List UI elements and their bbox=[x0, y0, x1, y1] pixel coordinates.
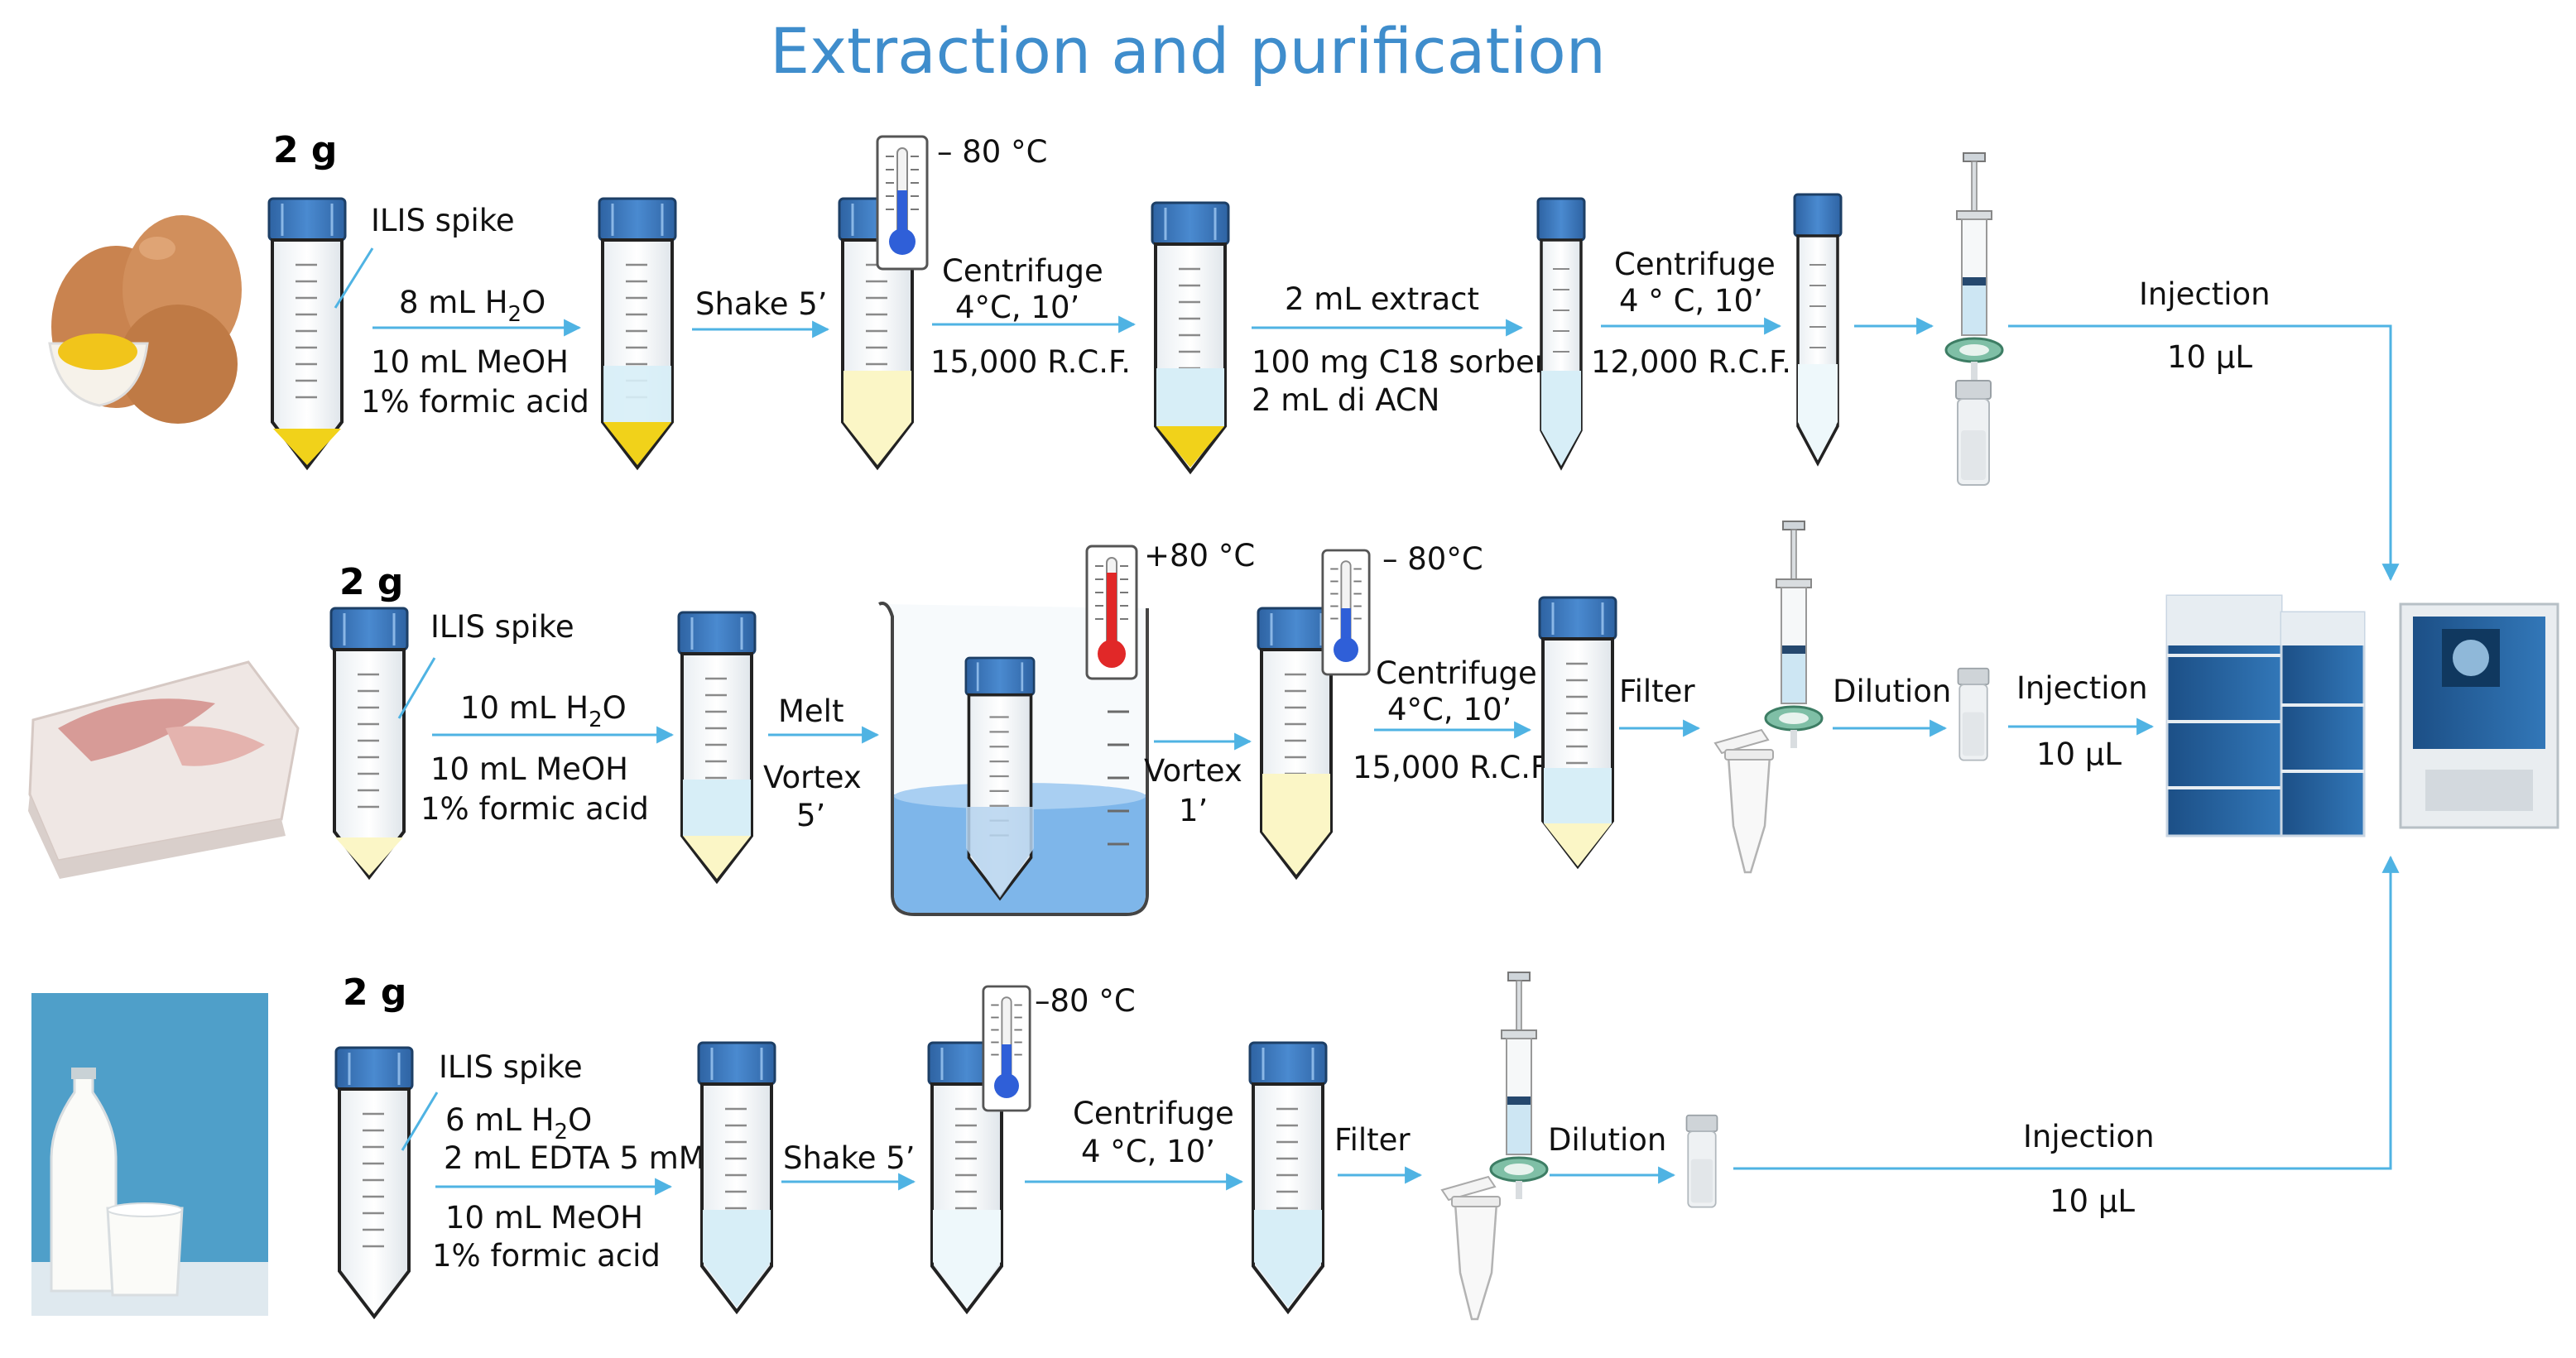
fat-melt-label: Melt bbox=[778, 693, 843, 729]
milk-spike-label: ILIS spike bbox=[439, 1049, 583, 1085]
milk-dilution-label: Dilution bbox=[1548, 1122, 1666, 1158]
fat-dilution-label: Dilution bbox=[1833, 674, 1951, 709]
egg-acn-label: 2 mL di ACN bbox=[1252, 382, 1439, 418]
fat-freeze-temp-label: – 80°C bbox=[1382, 541, 1483, 577]
spike-pointer bbox=[334, 247, 374, 309]
fat-injection-label: Injection bbox=[2016, 670, 2148, 706]
milk-tube-4 bbox=[1248, 1041, 1328, 1313]
arrow-milk-injection bbox=[1733, 855, 2400, 1170]
egg-volume-label: 10 µL bbox=[2167, 339, 2252, 375]
egg-tube-1 bbox=[267, 197, 347, 469]
egg-freeze-thermometer-icon bbox=[876, 135, 929, 271]
egg-centrifuge2-cond-label: 4 ° C, 10’ bbox=[1619, 283, 1763, 319]
fat-syringe-filter-icon bbox=[1713, 520, 1824, 874]
fat-tube-1 bbox=[329, 607, 409, 879]
egg-spike-label: ILIS spike bbox=[371, 203, 515, 238]
milk-freeze-thermometer-icon bbox=[982, 985, 1031, 1112]
egg-syringe-filter-icon bbox=[1944, 151, 2004, 486]
egg-formic-label: 1% formic acid bbox=[361, 384, 589, 420]
egg-sorbent-label: 100 mg C18 sorbent bbox=[1252, 344, 1566, 380]
fat-filter-label: Filter bbox=[1619, 674, 1695, 709]
egg-rcf-label: 15,000 R.C.F. bbox=[930, 344, 1131, 380]
egg-tube-4 bbox=[1151, 201, 1230, 473]
egg-water-label: 8 mL H2O bbox=[399, 285, 545, 327]
egg-mass-label: 2 g bbox=[273, 129, 337, 171]
egg-extract-label: 2 mL extract bbox=[1285, 281, 1479, 317]
fat-centrifuge-cond-label: 4°C, 10’ bbox=[1387, 692, 1511, 727]
milk-edta-label: 2 mL EDTA 5 mM bbox=[444, 1140, 705, 1176]
milk-vial-icon bbox=[1685, 1114, 1718, 1208]
spike-pointer bbox=[397, 657, 436, 719]
milk-meoh-label: 10 mL MeOH bbox=[445, 1200, 643, 1236]
milk-syringe-filter-icon bbox=[1440, 971, 1549, 1321]
milk-centrifuge-cond-label: 4 °C, 10’ bbox=[1081, 1134, 1215, 1169]
fat-mass-label: 2 g bbox=[339, 561, 403, 603]
egg-meoh-label: 10 mL MeOH bbox=[371, 344, 569, 380]
fat-freeze-thermometer-icon bbox=[1321, 549, 1371, 676]
fat-volume-label: 10 µL bbox=[2036, 737, 2122, 772]
fat-vortex2-label: Vortex bbox=[1144, 753, 1242, 789]
milk-centrifuge-label: Centrifuge bbox=[1073, 1096, 1234, 1131]
milk-tube-3 bbox=[927, 1041, 1007, 1313]
fat-vortex-time-label: 5’ bbox=[796, 798, 825, 833]
egg-centrifuge2-label: Centrifuge bbox=[1614, 247, 1776, 282]
milk-injection-label: Injection bbox=[2023, 1119, 2155, 1154]
diagram-title: Extraction and purification bbox=[770, 14, 1606, 88]
fat-tube-3 bbox=[1257, 607, 1336, 879]
milk-volume-label: 10 µL bbox=[2050, 1183, 2135, 1219]
lc-ms-instrument-icon bbox=[2165, 594, 2559, 837]
egg-centrifuge-cond-label: 4°C, 10’ bbox=[955, 290, 1079, 325]
milk-shake-label: Shake 5’ bbox=[783, 1140, 916, 1176]
egg-tube-3 bbox=[838, 197, 917, 469]
egg-shake-label: Shake 5’ bbox=[695, 286, 828, 322]
fat-vortex2-time-label: 1’ bbox=[1179, 793, 1208, 828]
milk-freeze-temp-label: –80 °C bbox=[1035, 983, 1136, 1019]
egg-centrifuge-label: Centrifuge bbox=[942, 253, 1103, 289]
egg-freeze-temp-label: – 80 °C bbox=[937, 134, 1047, 170]
fat-centrifuge-label: Centrifuge bbox=[1376, 655, 1537, 691]
egg-injection-label: Injection bbox=[2139, 276, 2271, 312]
egg-tube-6 bbox=[1793, 193, 1843, 465]
milk-tube-2 bbox=[697, 1041, 776, 1313]
fat-tube-in-bath bbox=[964, 656, 1036, 900]
fat-vortex-label: Vortex bbox=[763, 760, 862, 795]
fat-hot-temp-label: +80 °C bbox=[1144, 538, 1255, 573]
milk-water-label: 6 mL H2O bbox=[445, 1102, 592, 1144]
fat-vial-icon bbox=[1957, 667, 1990, 761]
fat-hot-thermometer-icon bbox=[1085, 545, 1138, 680]
spike-pointer bbox=[401, 1092, 439, 1151]
arrow-egg-injection bbox=[2008, 324, 2400, 582]
egg-tube-2 bbox=[598, 197, 677, 469]
milk-mass-label: 2 g bbox=[343, 972, 406, 1014]
egg-sample-icon bbox=[48, 215, 242, 424]
egg-tube-5 bbox=[1536, 197, 1586, 469]
milk-tube-1 bbox=[334, 1046, 414, 1318]
lard-sample-icon bbox=[13, 650, 308, 879]
fat-formic-label: 1% formic acid bbox=[421, 791, 649, 827]
fat-rcf-label: 15,000 R.C.F. bbox=[1353, 750, 1553, 785]
milk-formic-label: 1% formic acid bbox=[432, 1238, 661, 1274]
egg-rcf2-label: 12,000 R.C.F. bbox=[1591, 344, 1791, 380]
fat-water-label: 10 mL H2O bbox=[460, 690, 627, 732]
fat-tube-4 bbox=[1538, 596, 1617, 868]
milk-filter-label: Filter bbox=[1334, 1122, 1411, 1158]
fat-spike-label: ILIS spike bbox=[430, 609, 574, 645]
milk-sample-icon bbox=[31, 993, 268, 1316]
fat-tube-2 bbox=[677, 611, 757, 883]
fat-meoh-label: 10 mL MeOH bbox=[430, 751, 628, 787]
